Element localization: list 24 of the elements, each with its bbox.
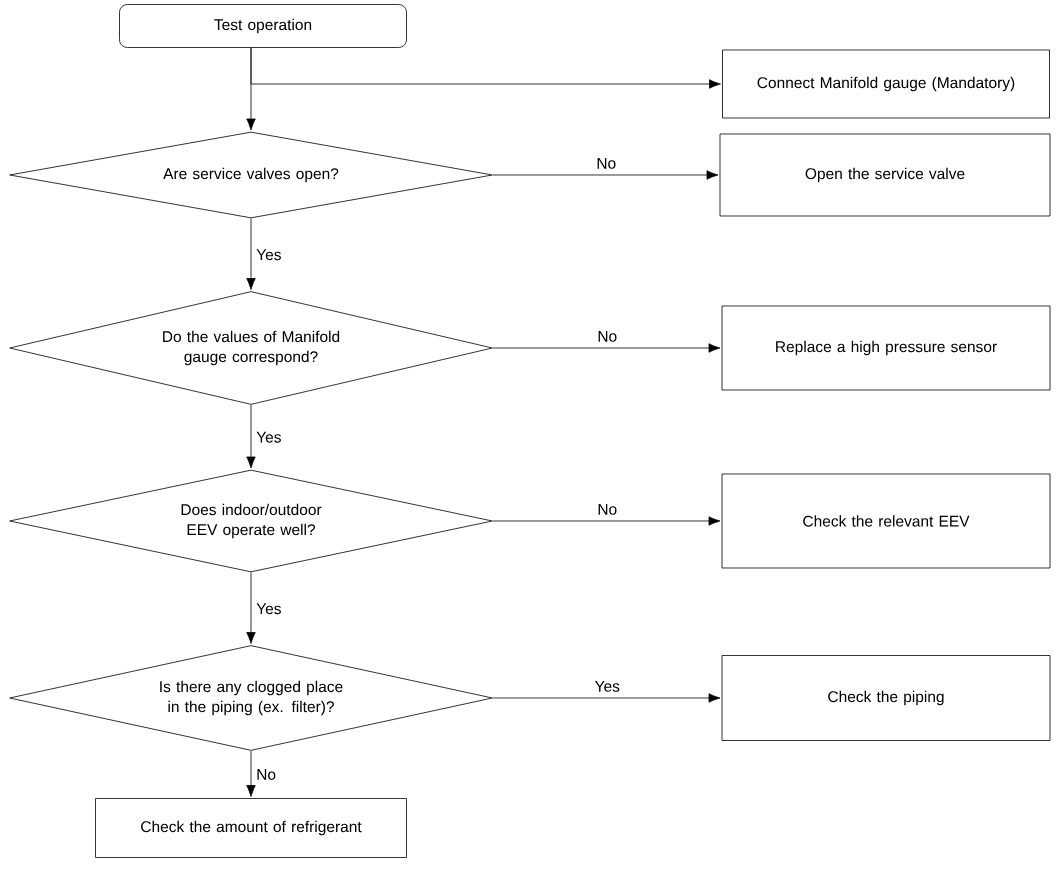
arrow: [246, 750, 256, 797]
arrow: [250, 47, 721, 89]
arrow: [246, 572, 256, 644]
process-box: Connect Manifold gauge (Mandatory): [722, 49, 1050, 119]
edge-label: No: [595, 157, 618, 170]
process-box: Check the amount of refrigerant: [95, 798, 407, 858]
process-box: Open the service valve: [719, 133, 1051, 217]
edge-label: Yes: [255, 248, 283, 262]
arrow: [246, 404, 256, 469]
arrow: [492, 343, 721, 353]
process-box: Check the piping: [721, 655, 1051, 741]
edge-label: Yes: [255, 430, 283, 444]
edge-label: No: [596, 330, 619, 343]
arrow: [492, 693, 721, 703]
edge-label: No: [596, 503, 619, 516]
edge-label: No: [255, 768, 277, 781]
edge-label: Yes: [255, 602, 283, 616]
edge-label: Yes: [593, 680, 621, 693]
start-terminal: Test operation: [119, 4, 407, 48]
process-box: Replace a high pressure sensor: [721, 305, 1051, 391]
process-box: Check the relevant EEV: [721, 473, 1051, 569]
arrow: [492, 516, 721, 526]
arrow: [492, 170, 719, 180]
arrow: [246, 218, 256, 290]
